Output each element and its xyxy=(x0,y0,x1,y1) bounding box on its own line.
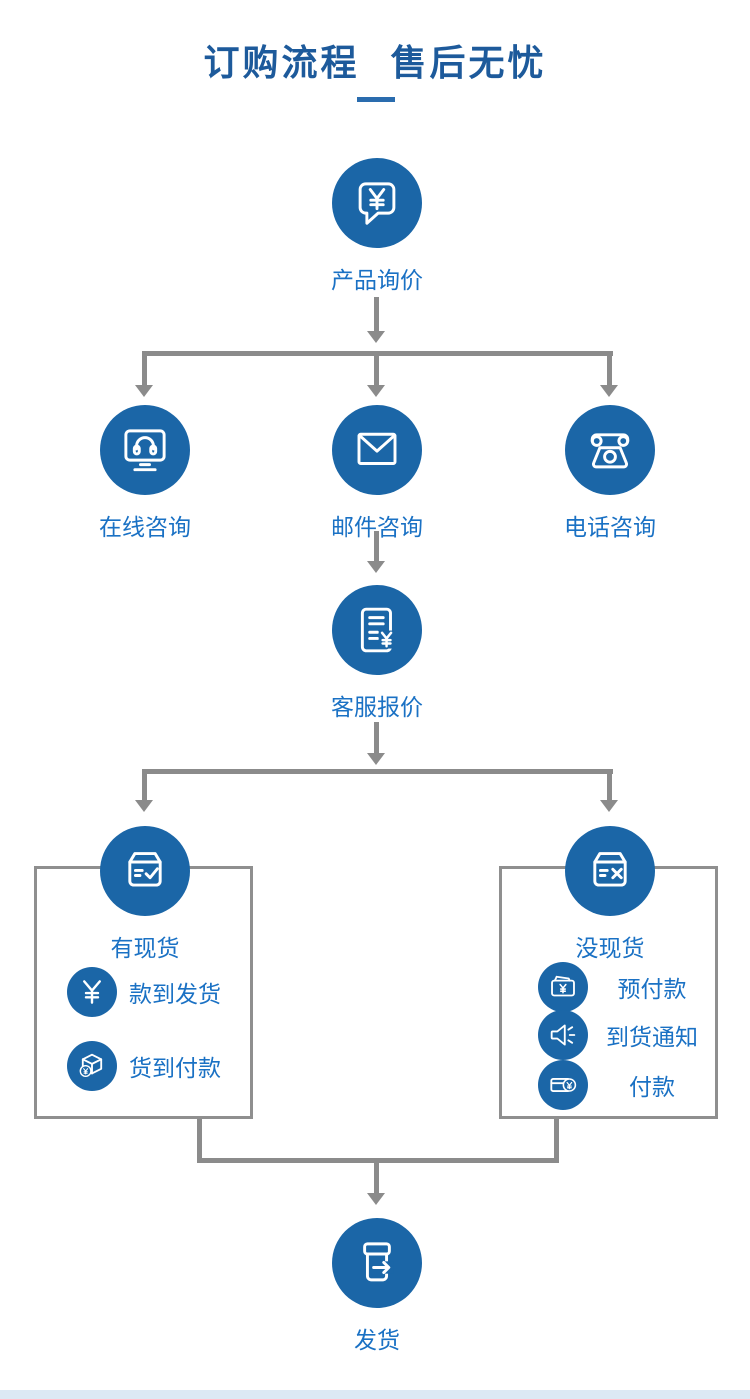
step-pay-then-ship: 款到发货 xyxy=(67,967,225,1017)
node-label: 没现货 xyxy=(575,936,645,962)
connector-line xyxy=(374,356,379,387)
connector-line xyxy=(554,1119,559,1163)
connector-line xyxy=(374,1163,379,1195)
connector-line xyxy=(607,351,612,387)
connector-line xyxy=(142,769,147,802)
box-check-icon xyxy=(100,826,190,916)
wallet-yen-icon xyxy=(538,962,588,1012)
chat-yen-icon xyxy=(332,158,422,248)
node-ship: 发货 xyxy=(302,1218,452,1355)
speaker-icon xyxy=(538,1010,588,1060)
page-title: 订购流程 售后无忧 xyxy=(203,43,547,84)
node-phone-consult: 电话咨询 xyxy=(535,405,685,542)
arrow-down-icon xyxy=(367,753,385,765)
connector-line xyxy=(197,1158,559,1163)
connector-line xyxy=(374,297,379,333)
node-label: 产品询价 xyxy=(331,268,423,294)
step-label: 货到付款 xyxy=(129,1056,221,1082)
arrow-down-icon xyxy=(367,561,385,573)
node-label: 客服报价 xyxy=(331,695,423,721)
ship-box-icon xyxy=(332,1218,422,1308)
arrow-down-icon xyxy=(600,800,618,812)
node-out-of-stock: 没现货 xyxy=(535,826,685,963)
card-coin-icon xyxy=(538,1060,588,1110)
node-label: 电话咨询 xyxy=(564,515,656,541)
connector-line xyxy=(374,722,379,755)
node-label: 在线咨询 xyxy=(99,515,191,541)
email-icon xyxy=(332,405,422,495)
step-payment: 付款 xyxy=(538,1060,708,1110)
arrow-down-icon xyxy=(367,1193,385,1205)
connector-line xyxy=(142,769,613,774)
step-label: 款到发货 xyxy=(129,982,221,1008)
connector-line xyxy=(197,1119,202,1163)
arrow-down-icon xyxy=(135,800,153,812)
step-label: 预付款 xyxy=(617,977,687,1003)
arrow-down-icon xyxy=(135,385,153,397)
node-online-consult: 在线咨询 xyxy=(70,405,220,542)
node-in-stock: 有现货 xyxy=(70,826,220,963)
bottom-divider xyxy=(0,1390,750,1399)
online-support-icon xyxy=(100,405,190,495)
yen-icon xyxy=(67,967,117,1017)
connector-line xyxy=(142,351,147,387)
node-label: 邮件咨询 xyxy=(331,515,423,541)
quotation-doc-icon xyxy=(332,585,422,675)
arrow-down-icon xyxy=(600,385,618,397)
node-product-inquiry: 产品询价 xyxy=(302,158,452,295)
box-x-icon xyxy=(565,826,655,916)
step-label: 付款 xyxy=(629,1075,675,1101)
connector-line xyxy=(374,531,379,563)
node-email-consult: 邮件咨询 xyxy=(302,405,452,542)
step-prepayment: 预付款 xyxy=(538,962,708,1012)
node-label: 有现货 xyxy=(110,936,180,962)
step-arrival-notice: 到货通知 xyxy=(538,1010,708,1060)
node-label: 发货 xyxy=(354,1328,400,1354)
phone-icon xyxy=(565,405,655,495)
connector-line xyxy=(607,769,612,802)
step-label: 到货通知 xyxy=(606,1025,698,1051)
package-yen-icon xyxy=(67,1041,117,1091)
arrow-down-icon xyxy=(367,331,385,343)
connector-line xyxy=(142,351,613,356)
node-service-quote: 客服报价 xyxy=(302,585,452,722)
arrow-down-icon xyxy=(367,385,385,397)
title-underline xyxy=(357,97,395,102)
step-cash-on-delivery: 货到付款 xyxy=(67,1041,225,1091)
